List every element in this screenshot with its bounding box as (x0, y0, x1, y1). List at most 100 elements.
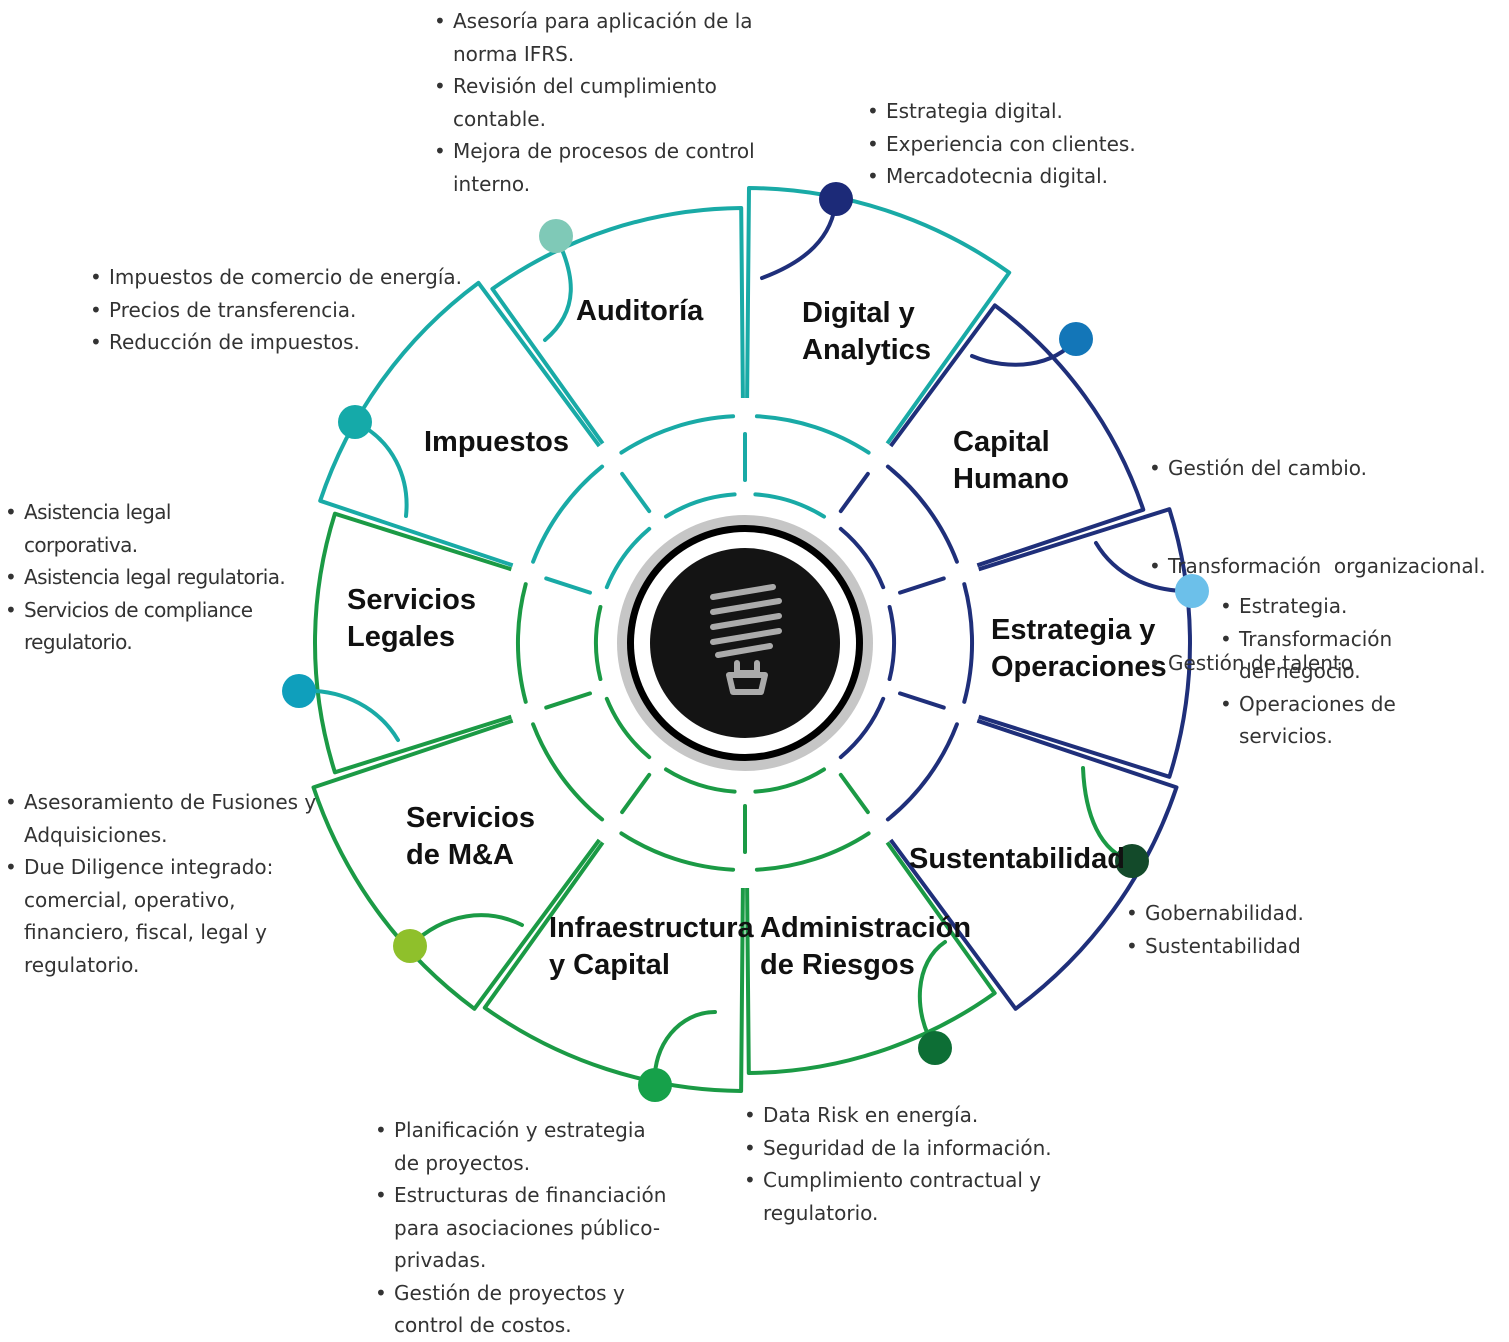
list-item: Gestión de proyectos y control de costos… (374, 1277, 674, 1342)
inner-arc (593, 605, 603, 681)
segment-title-line: Analytics (802, 334, 931, 366)
inner-arc (753, 767, 826, 794)
list-item: Operaciones de servicios. (1219, 688, 1409, 753)
spoke-line (898, 576, 946, 595)
list-item: Seguridad de la información. (743, 1132, 1083, 1165)
middle-arc (531, 464, 605, 564)
desc-ma: Asesoramiento de Fusiones y Adquisicione… (4, 786, 340, 981)
segment-outline-auditoria (745, 186, 1012, 445)
list-item: Asesoramiento de Fusiones y Adquisicione… (4, 786, 340, 851)
segment-title-sustentabilidad: Sustentabilidad (909, 843, 1125, 875)
desc-legales: Asistencia legal corporativa. Asistencia… (4, 496, 286, 659)
connector-dot (1175, 574, 1209, 608)
list-item: Asesoría para aplicación de la norma IFR… (433, 5, 763, 70)
segment-title-ma: Servicios de M&A (406, 802, 535, 871)
light-bulb-icon (710, 584, 782, 695)
desc-capital-humano: Gestión del cambio. Transformación organ… (1148, 322, 1504, 777)
segment-title-line: Estrategia y (991, 614, 1155, 646)
segment-title-line: Humano (953, 463, 1069, 495)
connector-dot (1059, 322, 1093, 356)
inner-arc (604, 696, 652, 760)
connector-dots (282, 182, 1209, 1102)
spoke-line (838, 471, 870, 514)
segment-outline-estrategia (889, 718, 1179, 1011)
segment-outline-sustentabilidad (745, 841, 997, 1075)
middle-arc (754, 831, 871, 872)
list-item: Due Diligence integrado: comercial, oper… (4, 851, 340, 981)
segment-title-line: Administración (760, 912, 971, 944)
desc-digital: Estrategia digital. Experiencia con clie… (866, 95, 1166, 193)
desc-riesgos: Data Risk en energía. Seguridad de la in… (743, 1099, 1083, 1229)
desc-auditoria: Asesoría para aplicación de la norma IFR… (433, 5, 763, 200)
list-item: Sustentabilidad (1125, 930, 1345, 963)
list-item: Estrategia. (1219, 590, 1409, 623)
list-item: Transformación organizacional. (1148, 550, 1504, 583)
connector-dot (393, 929, 427, 963)
inner-arc (664, 492, 737, 519)
segment-outline-digital (889, 303, 1146, 568)
segment-title-line: Impuestos (424, 426, 569, 458)
list-item: Estructuras de financiación para asociac… (374, 1179, 674, 1277)
middle-arc (619, 831, 736, 872)
segment-title-auditoria: Auditoría (576, 295, 704, 327)
list-item: Gobernabilidad. (1125, 897, 1345, 930)
list-item: Servicios de compliance regulatorio. (4, 594, 286, 659)
segment-title-line: Legales (347, 621, 455, 653)
middle-arc (619, 414, 736, 455)
segment-title-line: Infraestructura (549, 912, 755, 944)
inner-arc (838, 526, 886, 590)
segment-title-line: y Capital (549, 949, 670, 981)
connector-dot (819, 182, 853, 216)
list-item: Mejora de procesos de control interno. (433, 135, 763, 200)
spoke-line (620, 772, 652, 815)
desc-sustentabilidad: Gobernabilidad. Sustentabilidad (1125, 897, 1345, 962)
inner-arc (664, 767, 737, 794)
list-item: Transformación del negocio. (1219, 623, 1409, 688)
segment-title-riesgos: Administración de Riesgos (760, 912, 971, 981)
segment-title-infraestructura: Infraestructura y Capital (549, 912, 755, 981)
list-item: Gestión del cambio. (1148, 452, 1504, 485)
list-item: Estrategia digital. (866, 95, 1166, 128)
center-hub (617, 515, 873, 771)
segment-title-line: de Riesgos (760, 949, 915, 981)
list-item: Asistencia legal regulatoria. (4, 561, 286, 594)
segment-outline-riesgos (482, 841, 745, 1093)
list-item: Experiencia con clientes. (866, 128, 1166, 161)
inner-arc (604, 526, 652, 590)
segment-title-line: Servicios (406, 802, 535, 834)
middle-arc (885, 464, 959, 564)
middle-arc (754, 414, 871, 455)
spoke-line (544, 576, 592, 595)
list-item: Data Risk en energía. (743, 1099, 1083, 1132)
segment-title-line: Sustentabilidad (909, 843, 1125, 875)
connector-dot (918, 1031, 952, 1065)
segment-title-line: Capital (953, 426, 1050, 458)
segment-outline-ma (312, 511, 512, 775)
middle-arc (885, 722, 959, 822)
segment-title-line: Auditoría (576, 295, 704, 327)
segment-outline-impuestos (490, 206, 745, 445)
connector-dot (638, 1068, 672, 1102)
connector-dot (1115, 844, 1149, 878)
segment-title-impuestos: Impuestos (424, 426, 569, 458)
inner-arc (753, 492, 826, 519)
desc-impuestos: Impuestos de comercio de energía. Precio… (89, 261, 469, 359)
list-item: Reducción de impuestos. (89, 326, 469, 359)
middle-arc (962, 582, 975, 704)
segment-title-line: de M&A (406, 839, 514, 871)
hub-core (650, 548, 840, 738)
segment-title-line: Servicios (347, 584, 476, 616)
middle-arc (515, 582, 528, 704)
spoke-line (838, 772, 870, 815)
list-item: Impuestos de comercio de energía. (89, 261, 469, 294)
list-item: Cumplimiento contractual y regulatorio. (743, 1164, 1083, 1229)
list-item: Revisión del cumplimiento contable. (433, 70, 763, 135)
desc-estrategia: Estrategia. Transformación del negocio. … (1219, 590, 1409, 753)
middle-arc (531, 722, 605, 822)
list-item: Planificación y estrategia de proyectos. (374, 1114, 674, 1179)
connector-dot (282, 674, 316, 708)
